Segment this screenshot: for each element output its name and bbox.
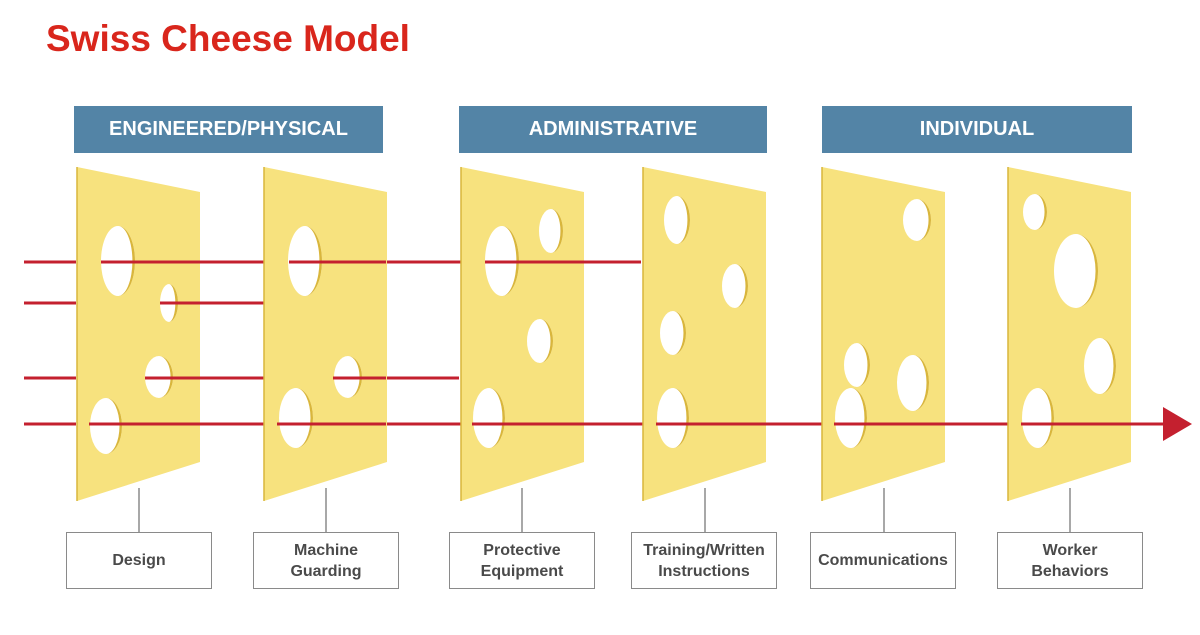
- cheese-hole: [735, 264, 748, 308]
- cheese-hole: [1100, 338, 1116, 394]
- cheese-slice-face: [822, 167, 945, 501]
- cheese-slice-face: [77, 167, 200, 501]
- connectors: [138, 488, 1071, 532]
- page-title: Swiss Cheese Model: [46, 18, 410, 59]
- cheese-hole: [106, 398, 122, 454]
- cheese-hole: [1038, 388, 1054, 448]
- category-administrative: ADMINISTRATIVE: [459, 106, 767, 153]
- cheese-slice-3: [460, 167, 584, 501]
- cheese-hole: [305, 226, 322, 296]
- cheese-hole: [540, 319, 553, 363]
- cheese-slice-face: [1008, 167, 1131, 501]
- layer-label-machine-guarding: Machine Guarding: [253, 532, 399, 589]
- category-individual: INDIVIDUAL: [822, 106, 1132, 153]
- cheese-hole: [1035, 194, 1047, 230]
- cheese-slice-face: [461, 167, 584, 501]
- cheese-slice-4: [642, 167, 766, 501]
- cheese-hole: [673, 311, 686, 355]
- hazard-lines-front: [89, 260, 1165, 426]
- layer-label-design: Design: [66, 532, 212, 589]
- arrow-head-icon: [1163, 407, 1192, 441]
- hazard-lines-back: [24, 260, 1008, 426]
- cheese-hole: [851, 388, 867, 448]
- cheese-hole: [913, 355, 929, 411]
- cheese-slice-2: [263, 167, 387, 501]
- cheese-slice-6: [1007, 167, 1131, 501]
- cheese-hole: [159, 356, 173, 398]
- cheese-hole: [673, 388, 689, 448]
- cheese-hole: [502, 226, 519, 296]
- cheese-hole: [677, 196, 690, 244]
- layer-label-training-written-instructions: Training/Written Instructions: [631, 532, 777, 589]
- layer-label-communications: Communications: [810, 532, 956, 589]
- cheese-slice-face: [643, 167, 766, 501]
- cheese-slice-5: [821, 167, 945, 501]
- cheese-hole: [857, 343, 870, 387]
- cheese-hole: [296, 388, 313, 448]
- cheese-hole: [118, 226, 135, 296]
- category-engineered-physical: ENGINEERED/PHYSICAL: [74, 106, 383, 153]
- layer-label-protective-equipment: Protective Equipment: [449, 532, 595, 589]
- cheese-hole: [169, 284, 178, 322]
- cheese-hole: [551, 209, 563, 253]
- cheese-hole: [489, 388, 505, 448]
- cheese-hole: [917, 199, 931, 241]
- cheese-slice-1: [76, 167, 200, 501]
- cheese-slice-face: [264, 167, 387, 501]
- cheese-hole: [348, 356, 362, 398]
- layer-label-worker-behaviors: Worker Behaviors: [997, 532, 1143, 589]
